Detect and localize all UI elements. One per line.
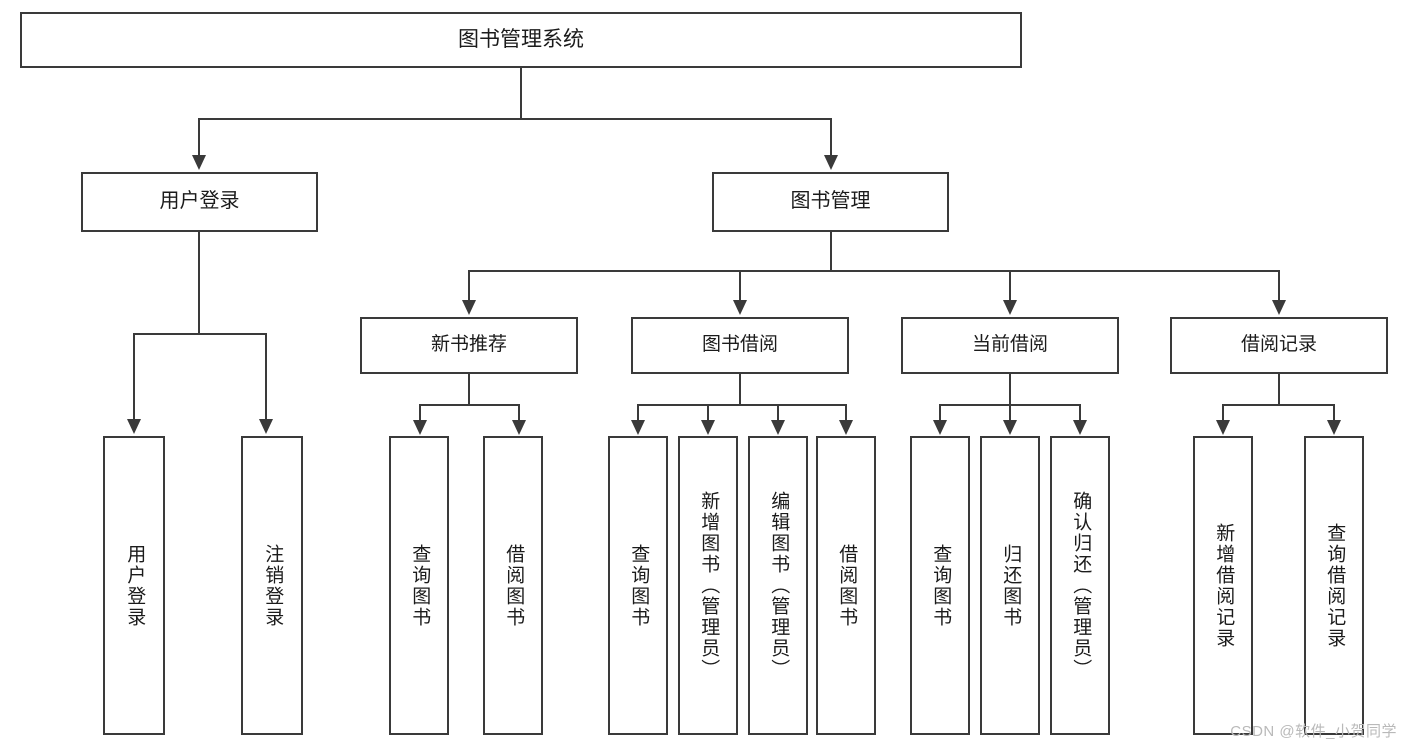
- node-borrow-record[interactable]: 借阅记录: [1170, 317, 1388, 374]
- arrowhead-borrow-record-leaf-1: [1216, 420, 1230, 435]
- arrowhead-book-borrow-leaf-4: [839, 420, 853, 435]
- arrowhead-to-borrow-record: [1272, 300, 1286, 315]
- node-label: 新增图书（管理员）: [698, 491, 720, 680]
- arrowhead-book-borrow-leaf-2: [701, 420, 715, 435]
- arrowhead-new-book-leaf-1: [413, 420, 427, 435]
- arrowhead-user-login-leaf-1: [127, 419, 141, 434]
- node-label: 借阅记录: [1240, 334, 1317, 356]
- leaf-book-borrow-4[interactable]: 借阅图书: [816, 436, 876, 735]
- edge-current-borrow-trunk: [1009, 374, 1011, 406]
- node-label: 确认归还（管理员）: [1070, 491, 1092, 680]
- arrowhead-current-borrow-leaf-3: [1073, 420, 1087, 435]
- node-label: 查询图书: [409, 543, 431, 628]
- node-new-book-recommend[interactable]: 新书推荐: [360, 317, 578, 374]
- leaf-book-borrow-1[interactable]: 查询图书: [608, 436, 668, 735]
- edge-new-book-leaf-2: [518, 404, 520, 422]
- node-label: 用户登录: [159, 190, 240, 213]
- edge-to-borrow-record: [1278, 270, 1280, 302]
- leaf-user-login-1[interactable]: 用户登录: [103, 436, 165, 735]
- node-label: 图书管理: [790, 190, 871, 213]
- leaf-book-borrow-3[interactable]: 编辑图书（管理员）: [748, 436, 808, 735]
- arrowhead-book-borrow-leaf-1: [631, 420, 645, 435]
- leaf-book-borrow-2[interactable]: 新增图书（管理员）: [678, 436, 738, 735]
- edge-to-book-borrow: [739, 270, 741, 302]
- leaf-new-book-recommend-1[interactable]: 查询图书: [389, 436, 449, 735]
- edge-current-borrow-leaf-3: [1079, 404, 1081, 422]
- node-label: 用户登录: [124, 543, 146, 628]
- arrowhead-to-book-borrow: [733, 300, 747, 315]
- node-label: 归还图书: [1000, 543, 1022, 628]
- arrowhead-current-borrow-leaf-2: [1003, 420, 1017, 435]
- edge-new-book-bar: [419, 404, 520, 406]
- node-book-borrow[interactable]: 图书借阅: [631, 317, 849, 374]
- leaf-current-borrow-3[interactable]: 确认归还（管理员）: [1050, 436, 1110, 735]
- edge-book-management-bar: [468, 270, 1280, 272]
- edge-current-borrow-leaf-2: [1009, 404, 1011, 422]
- arrowhead-to-user-login: [192, 155, 206, 170]
- edge-current-borrow-leaf-1: [939, 404, 941, 422]
- node-label: 图书管理系统: [458, 27, 584, 51]
- edge-root-bar: [198, 118, 832, 120]
- edge-borrow-record-leaf-1: [1222, 404, 1224, 422]
- edge-root-trunk: [520, 68, 522, 118]
- node-label: 查询图书: [930, 543, 952, 628]
- node-label: 注销登录: [262, 543, 284, 628]
- leaf-borrow-record-1[interactable]: 新增借阅记录: [1193, 436, 1253, 735]
- leaf-current-borrow-2[interactable]: 归还图书: [980, 436, 1040, 735]
- node-label: 借阅图书: [836, 543, 858, 628]
- edge-borrow-record-leaf-2: [1333, 404, 1335, 422]
- node-label: 编辑图书（管理员）: [768, 491, 790, 680]
- edge-user-login-leaf-1: [133, 333, 135, 421]
- edge-book-borrow-bar: [637, 404, 847, 406]
- node-label: 当前借阅: [971, 334, 1048, 356]
- arrowhead-user-login-leaf-2: [259, 419, 273, 434]
- edge-to-current-borrow: [1009, 270, 1011, 302]
- arrowhead-to-current-borrow: [1003, 300, 1017, 315]
- leaf-current-borrow-1[interactable]: 查询图书: [910, 436, 970, 735]
- node-label: 新书推荐: [430, 334, 507, 356]
- edge-new-book-leaf-1: [419, 404, 421, 422]
- node-label: 查询图书: [628, 543, 650, 628]
- edge-user-login-trunk: [198, 232, 200, 335]
- node-label: 借阅图书: [503, 543, 525, 628]
- arrowhead-to-new-book-recommend: [462, 300, 476, 315]
- node-current-borrow[interactable]: 当前借阅: [901, 317, 1119, 374]
- edge-borrow-record-trunk: [1278, 374, 1280, 406]
- edge-book-borrow-leaf-1: [637, 404, 639, 422]
- edge-book-management-trunk: [830, 232, 832, 272]
- arrowhead-current-borrow-leaf-1: [933, 420, 947, 435]
- arrowhead-to-book-management: [824, 155, 838, 170]
- edge-book-borrow-leaf-4: [845, 404, 847, 422]
- arrowhead-book-borrow-leaf-3: [771, 420, 785, 435]
- leaf-user-login-2[interactable]: 注销登录: [241, 436, 303, 735]
- edge-book-borrow-leaf-2: [707, 404, 709, 422]
- node-root-book-management-system[interactable]: 图书管理系统: [20, 12, 1022, 68]
- arrowhead-new-book-leaf-2: [512, 420, 526, 435]
- edge-user-login-bar: [133, 333, 267, 335]
- edge-root-to-book-management: [830, 118, 832, 157]
- node-label: 新增借阅记录: [1213, 522, 1235, 649]
- node-label: 图书借阅: [701, 334, 778, 356]
- node-user-login[interactable]: 用户登录: [81, 172, 318, 232]
- arrowhead-borrow-record-leaf-2: [1327, 420, 1341, 435]
- leaf-new-book-recommend-2[interactable]: 借阅图书: [483, 436, 543, 735]
- edge-to-new-book-recommend: [468, 270, 470, 302]
- edge-root-to-user-login: [198, 118, 200, 157]
- edge-user-login-leaf-2: [265, 333, 267, 421]
- node-label: 查询借阅记录: [1324, 522, 1346, 649]
- edge-book-borrow-leaf-3: [777, 404, 779, 422]
- edge-new-book-trunk: [468, 374, 470, 406]
- leaf-borrow-record-2[interactable]: 查询借阅记录: [1304, 436, 1364, 735]
- node-book-management[interactable]: 图书管理: [712, 172, 949, 232]
- edge-book-borrow-trunk: [739, 374, 741, 406]
- edge-borrow-record-bar: [1222, 404, 1335, 406]
